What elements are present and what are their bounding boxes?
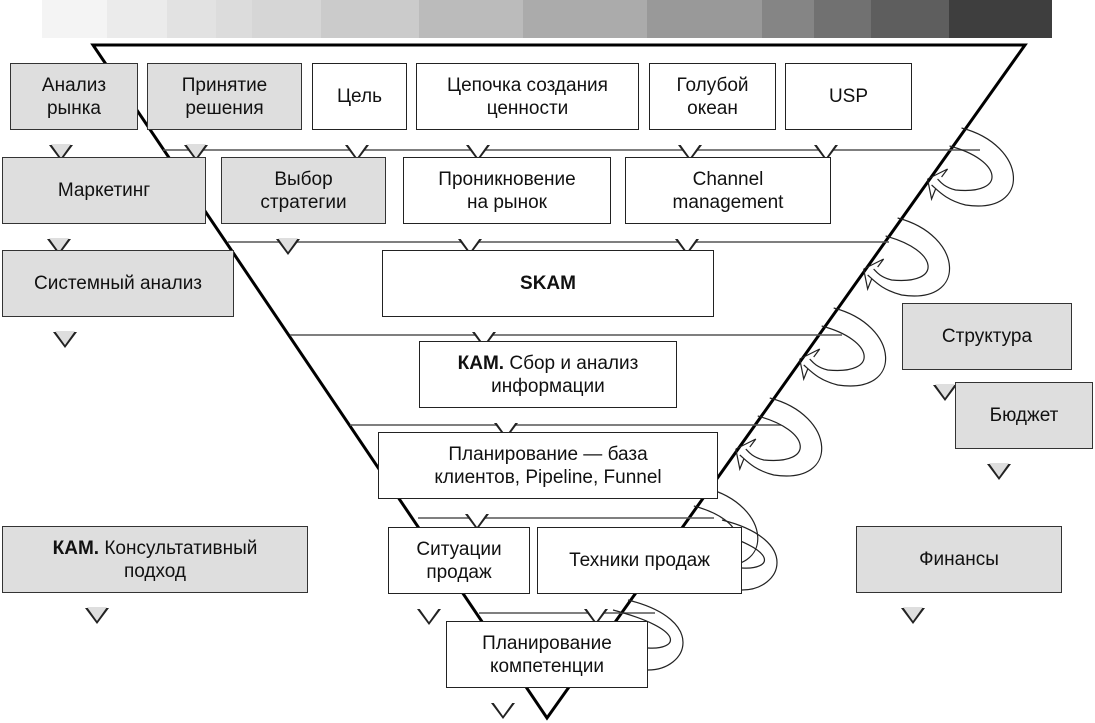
arrow-head <box>735 438 757 472</box>
gradient-swatch <box>216 0 252 38</box>
callout-marketing[interactable]: Маркетинг <box>2 157 206 255</box>
callout-competence-planning[interactable]: Планирование компетенции <box>446 621 648 719</box>
gradient-swatch <box>42 0 107 38</box>
gradient-swatch <box>321 0 419 38</box>
callout-label: Планирование компетенции <box>482 632 612 677</box>
callout-label: Бюджет <box>989 405 1059 426</box>
loop-curve-bottom <box>612 609 671 649</box>
arrow-head <box>926 168 949 202</box>
loop-curve-bottom <box>627 599 684 671</box>
callout-label: USP <box>828 86 869 107</box>
callout-label: Ситуации продаж <box>416 538 502 583</box>
callout-label: Финансы <box>919 549 999 570</box>
callout-market-analysis[interactable]: Анализ рынка <box>10 63 138 161</box>
gradient-swatch <box>523 0 647 38</box>
callout-label: КАМ. Сбор и анализ информации <box>458 352 639 398</box>
feedback-loop-arrow <box>863 217 951 297</box>
callout-kam-consultative[interactable]: КАМ. Консультативный подход <box>2 526 308 624</box>
loop-curve-outer <box>803 307 887 387</box>
loop-curve-inner <box>809 325 865 372</box>
loop-curve-outer <box>931 127 1015 207</box>
callout-structure[interactable]: Структура <box>902 303 1072 401</box>
gradient-swatch <box>0 0 42 38</box>
callout-label: КАМ. Консультативный подход <box>53 537 258 583</box>
callout-blue-ocean[interactable]: Голубой океан <box>649 63 776 161</box>
loop-curve-inner <box>937 145 993 192</box>
gradient-swatch <box>762 0 814 38</box>
callout-label: Channel management <box>672 168 784 213</box>
callout-finance[interactable]: Финансы <box>856 526 1062 624</box>
callout-label: Планирование — база клиентов, Pipeline, … <box>434 443 662 488</box>
callout-strategy-choice[interactable]: Выбор стратегии <box>221 157 386 255</box>
callout-label: Техники продаж <box>569 550 710 571</box>
callout-label: Структура <box>941 326 1033 347</box>
callout-bold-prefix: КАМ. <box>52 537 100 559</box>
callout-sales-techniques[interactable]: Техники продаж <box>537 527 742 625</box>
callout-label: Принятие решения <box>181 74 268 119</box>
callout-planning-pipeline[interactable]: Планирование — база клиентов, Pipeline, … <box>378 432 718 530</box>
arrow-head <box>863 258 885 292</box>
gradient-swatch <box>814 0 871 38</box>
callout-label: Цель <box>337 86 382 107</box>
callout-label: Проникновение на рынок <box>438 168 576 213</box>
loop-curve-outer <box>739 397 823 477</box>
callout-skam[interactable]: SKAM <box>382 250 714 348</box>
feedback-loop-arrow <box>926 127 1015 207</box>
callout-usp[interactable]: USP <box>785 63 912 161</box>
callout-goal[interactable]: Цель <box>312 63 407 161</box>
gradient-swatch <box>419 0 523 38</box>
callout-channel-management[interactable]: Channel management <box>625 157 831 255</box>
gradient-swatch <box>647 0 762 38</box>
callout-label: SKAM <box>520 272 576 295</box>
callout-label: Системный анализ <box>33 273 203 294</box>
callout-bold-prefix: SKAM <box>520 273 576 294</box>
callout-text: Сбор и анализ информации <box>491 352 639 397</box>
callout-market-penetration[interactable]: Проникновение на рынок <box>403 157 611 255</box>
callout-systems-analysis[interactable]: Системный анализ <box>2 250 234 348</box>
funnel-outline <box>90 43 1028 721</box>
arrow-head <box>799 348 821 382</box>
callout-value-chain[interactable]: Цепочка создания ценности <box>416 63 639 161</box>
feedback-loop-arrow <box>799 307 887 387</box>
callout-label: Голубой океан <box>676 74 749 119</box>
level-separators <box>163 149 980 614</box>
callout-label: Выбор стратегии <box>260 168 347 213</box>
loop-curve-inner <box>745 415 801 462</box>
callout-decision-making[interactable]: Принятие решения <box>147 63 302 161</box>
callout-sales-situations[interactable]: Ситуации продаж <box>388 527 530 625</box>
loop-curve-outer <box>867 217 951 297</box>
callout-budget[interactable]: Бюджет <box>955 382 1093 480</box>
feedback-loop-arrow <box>735 397 823 477</box>
grayscale-gradient-bar <box>0 0 1095 38</box>
callout-label: Маркетинг <box>57 180 151 201</box>
callout-label: Анализ рынка <box>41 74 107 119</box>
gradient-swatch <box>107 0 167 38</box>
gradient-swatch <box>871 0 949 38</box>
loop-curve-bottom <box>721 519 778 591</box>
gradient-swatch <box>252 0 321 38</box>
callout-text: Консультативный подход <box>104 537 258 582</box>
callout-kam-info[interactable]: КАМ. Сбор и анализ информации <box>419 341 677 439</box>
gradient-swatch <box>949 0 1052 38</box>
callout-label: Цепочка создания ценности <box>447 74 608 119</box>
loop-curve-inner <box>873 235 929 282</box>
gradient-swatch <box>167 0 216 38</box>
callout-bold-prefix: КАМ. <box>457 352 505 374</box>
